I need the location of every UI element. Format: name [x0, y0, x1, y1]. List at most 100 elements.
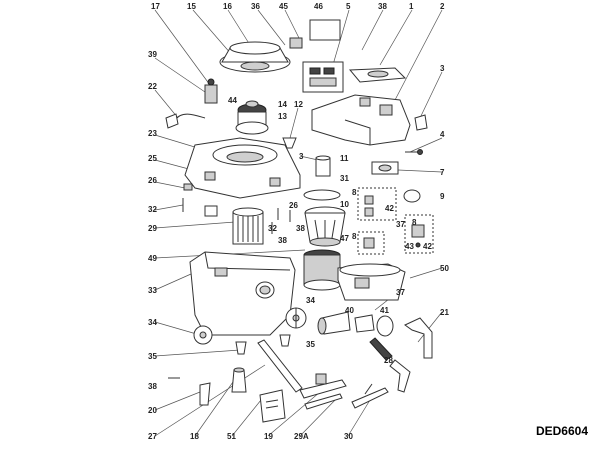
- power-cord: [174, 113, 206, 121]
- label-34-left: 34: [148, 318, 157, 327]
- label-31: 31: [340, 174, 349, 183]
- dust-bowl: [304, 206, 346, 247]
- wand-tube: [257, 339, 303, 393]
- motor-cover: [219, 41, 291, 73]
- label-25: 25: [148, 154, 157, 163]
- label-27: 27: [148, 432, 157, 441]
- label-7: 7: [440, 168, 445, 177]
- hose: [369, 337, 393, 361]
- label-49: 49: [148, 254, 157, 263]
- model-code: DED6604: [535, 424, 588, 438]
- label-38-mid: 38: [296, 224, 305, 233]
- label-42-b: 42: [423, 242, 432, 251]
- label-10: 10: [340, 200, 349, 209]
- label-26-left: 26: [148, 176, 157, 185]
- label-23: 23: [148, 129, 157, 138]
- floor-strip-29A: [304, 393, 343, 410]
- nozzle-27: [231, 367, 247, 393]
- connector-part: [282, 137, 297, 149]
- motor-unit: [235, 100, 269, 135]
- label-45: 45: [279, 2, 288, 11]
- tank: [189, 251, 296, 336]
- control-panel: [302, 61, 344, 93]
- top-housing: [311, 94, 411, 146]
- label-1: 1: [409, 2, 414, 11]
- tube-20: [199, 382, 211, 406]
- label-18: 18: [190, 432, 199, 441]
- cylinder-part: [315, 157, 331, 177]
- screw-part: [405, 149, 423, 155]
- label-11: 11: [340, 154, 349, 163]
- label-44: 44: [228, 96, 237, 105]
- label-3-right: 3: [440, 64, 445, 73]
- label-40: 40: [345, 306, 354, 315]
- crevice-nozzle: [389, 359, 411, 393]
- squeegee-handle: [364, 383, 373, 395]
- label-38-bottom: 38: [148, 382, 157, 391]
- cartridge-frame: [309, 19, 341, 41]
- filter-cartridge: [232, 207, 264, 245]
- label-32-left: 32: [148, 205, 157, 214]
- ring-31: [303, 189, 341, 201]
- label-8-c: 8: [412, 218, 417, 227]
- label-29: 29: [148, 224, 157, 233]
- label-43: 43: [405, 242, 414, 251]
- ring-9: [403, 189, 421, 203]
- caster-right: [279, 334, 291, 347]
- label-35-right: 35: [306, 340, 315, 349]
- collar-part: [337, 263, 406, 301]
- label-46: 46: [314, 2, 323, 11]
- head-assembly: [184, 137, 301, 199]
- label-37-b: 37: [396, 288, 405, 297]
- clip-part: [183, 183, 193, 191]
- wheel-rear: [285, 307, 307, 329]
- label-32-mid: 32: [268, 224, 277, 233]
- label-20: 20: [148, 406, 157, 415]
- plate-knob: [378, 164, 392, 172]
- label-28: 28: [384, 356, 393, 365]
- label-8-b: 8: [352, 232, 357, 241]
- squeegee: [351, 387, 389, 409]
- label-37-a: 37: [396, 220, 405, 229]
- label-26-mid: 26: [289, 201, 298, 210]
- label-19: 19: [264, 432, 273, 441]
- label-17: 17: [151, 2, 160, 11]
- label-13: 13: [278, 112, 287, 121]
- hose-connector: [317, 311, 394, 337]
- cylinder-top: [315, 155, 331, 161]
- label-33: 33: [148, 286, 157, 295]
- detail-box-2: [357, 231, 385, 255]
- label-38-low: 38: [278, 236, 287, 245]
- switch-part: [204, 78, 218, 104]
- label-9: 9: [440, 192, 445, 201]
- label-34-mid: 34: [306, 296, 315, 305]
- label-4: 4: [440, 130, 445, 139]
- label-50: 50: [440, 264, 449, 273]
- floor-tool: [299, 373, 347, 399]
- label-3-mid: 3: [299, 152, 304, 161]
- label-42-a: 42: [385, 204, 394, 213]
- wheel-front: [193, 325, 213, 345]
- label-29A: 29A: [294, 432, 309, 441]
- label-2: 2: [440, 2, 445, 11]
- bent-tube: [404, 317, 433, 359]
- detail-box-3: [404, 214, 434, 254]
- label-30: 30: [344, 432, 353, 441]
- label-36: 36: [251, 2, 260, 11]
- label-22: 22: [148, 82, 157, 91]
- label-16: 16: [223, 2, 232, 11]
- label-39: 39: [148, 50, 157, 59]
- label-51: 51: [227, 432, 236, 441]
- label-41: 41: [380, 306, 389, 315]
- label-21: 21: [440, 308, 449, 317]
- label-5: 5: [346, 2, 351, 11]
- label-38-top: 38: [378, 2, 387, 11]
- bracket-part: [414, 114, 428, 131]
- label-15: 15: [187, 2, 196, 11]
- caster-left: [235, 341, 247, 355]
- detail-box-1: [357, 187, 397, 221]
- block-part: [289, 37, 303, 49]
- label-12: 12: [294, 100, 303, 109]
- label-47: 47: [340, 234, 349, 243]
